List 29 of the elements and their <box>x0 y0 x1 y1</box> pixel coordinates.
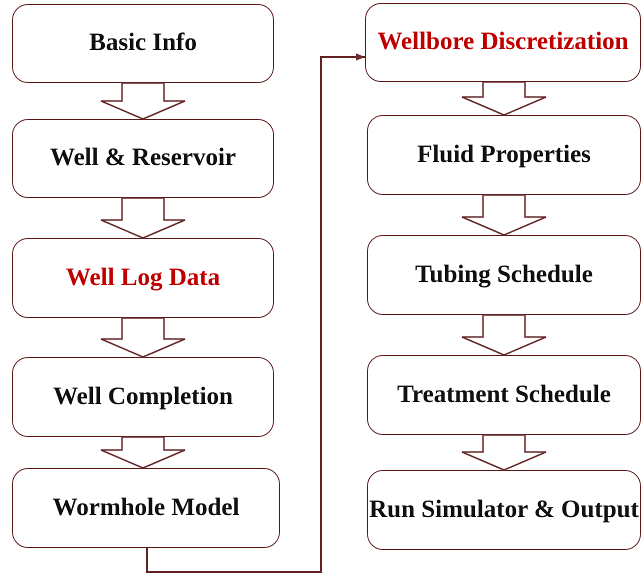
block-arrow <box>100 317 186 358</box>
process-box <box>12 357 274 437</box>
step-label: Well & Reservoir <box>50 144 236 172</box>
block-arrow <box>461 194 547 236</box>
step-label: Run Simulator & Output <box>369 496 639 523</box>
step-label: Wellbore Discretization <box>377 28 629 56</box>
step-label: Wormhole Model <box>52 494 240 521</box>
process-box <box>365 3 641 82</box>
process-box <box>12 238 274 318</box>
block-arrow <box>100 197 186 239</box>
process-box <box>367 355 641 435</box>
step-label: Fluid Properties <box>417 140 591 168</box>
block-arrow <box>100 436 186 469</box>
connector-arrow <box>146 53 365 573</box>
block-arrow <box>100 82 186 120</box>
process-box <box>367 115 641 195</box>
process-box <box>12 468 280 548</box>
process-box <box>12 119 274 198</box>
step-label: Well Log Data <box>66 264 220 291</box>
process-box <box>367 470 641 550</box>
process-box <box>367 235 641 315</box>
step-label: Basic Info <box>89 29 197 56</box>
process-box <box>12 4 274 83</box>
block-arrow <box>461 81 547 116</box>
block-arrow <box>461 314 547 356</box>
step-label: Tubing Schedule <box>415 260 593 288</box>
step-label: Well Completion <box>53 382 233 410</box>
step-label: Treatment Schedule <box>397 380 611 408</box>
block-arrow <box>461 434 547 471</box>
